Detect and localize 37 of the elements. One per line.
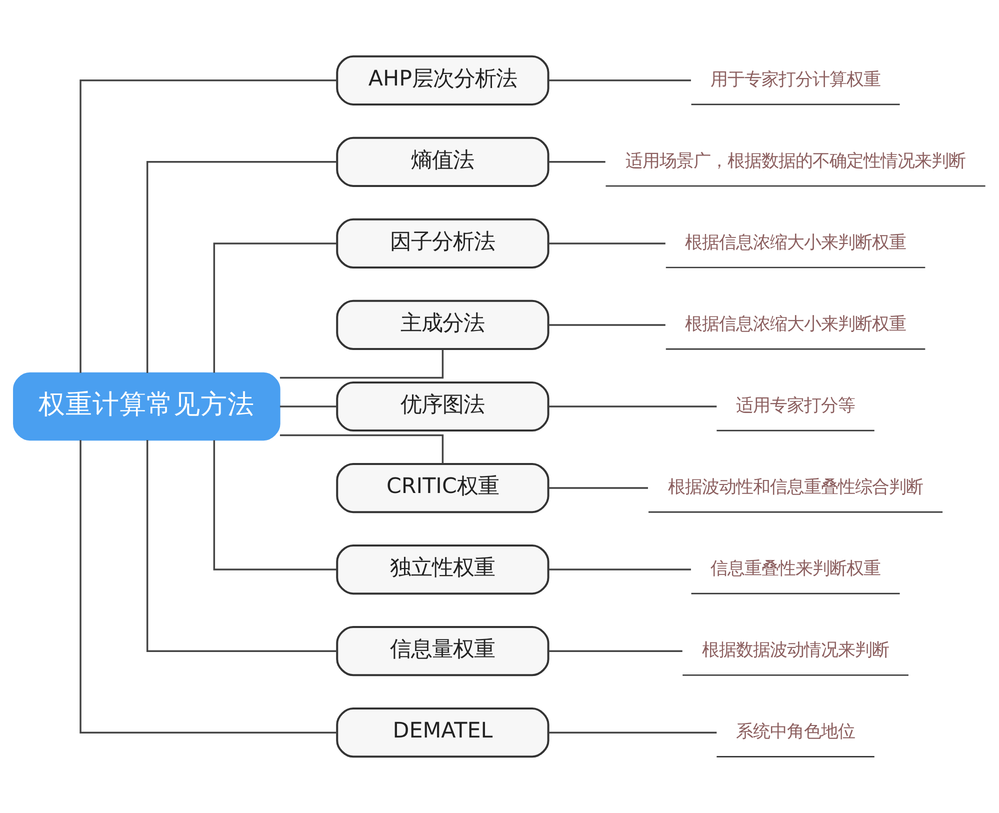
connector: [146, 161, 337, 373]
node-text: 根据信息浓缩大小来判断权重: [685, 232, 906, 253]
node-text: 系统中角色地位: [736, 722, 856, 742]
node-box: 独立性权重: [336, 544, 550, 595]
node-text: 适用专家打分等: [736, 396, 856, 416]
connector: [548, 568, 691, 570]
node-text: 适用场景广，根据数据的不确定性情况来判断: [626, 151, 966, 172]
connector: [548, 406, 717, 408]
connector: [548, 324, 666, 326]
node-box: AHP层次分析法: [336, 55, 550, 106]
connector: [548, 650, 682, 652]
connector: [80, 80, 337, 373]
node-box: 权重计算常见方法: [13, 372, 280, 441]
node-box: 优序图法: [336, 381, 550, 432]
node-text: 用于专家打分计算权重: [710, 70, 881, 90]
node-box: 信息量权重: [336, 626, 550, 676]
node-text: 根据波动性和信息重叠性综合判断: [668, 478, 924, 498]
connector: [213, 440, 336, 570]
connector: [548, 732, 717, 734]
connector: [280, 350, 444, 379]
node-text: 信息重叠性来判断权重: [710, 559, 881, 580]
node-box: 因子分析法: [336, 218, 550, 269]
connector: [548, 242, 666, 244]
node-box: DEMATEL: [336, 708, 550, 758]
connector: [146, 440, 337, 652]
node-box: CRITIC权重: [336, 462, 550, 514]
connector: [548, 80, 691, 82]
connector: [548, 161, 606, 163]
connector: [280, 434, 444, 464]
node-box: 熵值法: [336, 136, 550, 187]
connector: [280, 406, 337, 408]
connector: [80, 440, 337, 734]
node-text: 根据信息浓缩大小来判断权重: [685, 314, 906, 335]
connector: [548, 487, 648, 489]
node-text: 根据数据波动情况来判断: [702, 640, 890, 661]
connector: [213, 242, 336, 373]
node-box: 主成分法: [336, 300, 550, 350]
